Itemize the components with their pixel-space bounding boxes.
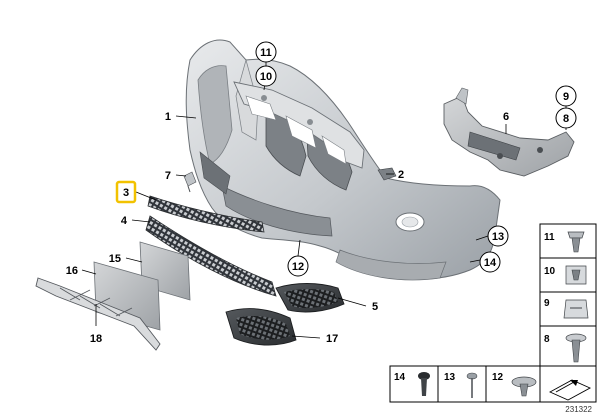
callout-11-label: 11 xyxy=(260,47,272,59)
callout-18[interactable]: 18 xyxy=(90,333,102,345)
callout-6-label: 6 xyxy=(503,111,509,123)
legend-item-11[interactable]: 11 xyxy=(544,231,585,253)
legend-item-14[interactable]: 14 xyxy=(394,372,430,396)
lower-grille[interactable] xyxy=(145,215,277,297)
fastener-legend-bottom: 14 13 12 xyxy=(389,365,597,403)
callout-1[interactable]: 1 xyxy=(165,111,171,123)
clip-part-7[interactable] xyxy=(183,171,197,193)
callout-15-label: 15 xyxy=(109,253,121,265)
callout-12[interactable]: 12 xyxy=(287,255,309,277)
callout-13-label: 13 xyxy=(492,231,504,243)
callout-1-label: 1 xyxy=(165,111,171,123)
callout-16-label: 16 xyxy=(66,265,78,277)
callout-3-label: 3 xyxy=(123,187,129,199)
callout-14[interactable]: 14 xyxy=(479,251,501,273)
callout-4[interactable]: 4 xyxy=(121,215,128,227)
callout-17[interactable]: 17 xyxy=(326,333,338,345)
legend-label-9: 9 xyxy=(544,298,550,309)
legend-item-12[interactable]: 12 xyxy=(492,372,537,397)
callout-10-label: 10 xyxy=(260,71,272,83)
callout-4-label: 4 xyxy=(121,215,128,227)
upper-grille-strip[interactable] xyxy=(147,195,265,233)
callout-8[interactable]: 8 xyxy=(555,107,577,129)
legend-label-13: 13 xyxy=(444,372,456,383)
grille-support-frame[interactable] xyxy=(233,81,365,169)
left-fog-grille[interactable] xyxy=(225,308,297,346)
legend-label-11: 11 xyxy=(544,232,555,243)
callout-16[interactable]: 16 xyxy=(66,265,78,277)
legend-label-10: 10 xyxy=(544,266,556,277)
callout-2-label: 2 xyxy=(398,169,404,181)
callout-13[interactable]: 13 xyxy=(487,225,509,247)
legend-item-9[interactable]: 9 xyxy=(544,298,589,319)
legend-label-12: 12 xyxy=(492,372,504,383)
lower-support-rail[interactable] xyxy=(35,277,161,351)
callout-14-label: 14 xyxy=(484,257,497,269)
legend-item-10[interactable]: 10 xyxy=(544,265,587,285)
callout-10[interactable]: 10 xyxy=(255,65,277,87)
arrow-symbol-icon xyxy=(548,379,592,401)
callout-5-label: 5 xyxy=(372,301,378,313)
callout-11[interactable]: 11 xyxy=(255,41,277,63)
right-fog-grille[interactable] xyxy=(275,283,345,313)
legend-label-8: 8 xyxy=(544,334,550,345)
legend-item-13[interactable]: 13 xyxy=(444,372,478,398)
document-number: 231322 xyxy=(565,405,592,414)
callout-2[interactable]: 2 xyxy=(398,169,404,181)
callout-8-label: 8 xyxy=(563,113,569,125)
callout-15[interactable]: 15 xyxy=(109,253,121,265)
callout-18-label: 18 xyxy=(90,333,102,345)
fastener-legend-side: 11 10 9 8 xyxy=(539,223,597,373)
callout-3[interactable]: 3 xyxy=(115,180,137,204)
callout-7-label: 7 xyxy=(165,170,171,182)
callout-6[interactable]: 6 xyxy=(503,111,509,123)
callout-12-label: 12 xyxy=(292,261,304,273)
callout-9[interactable]: 9 xyxy=(555,85,577,107)
callout-7[interactable]: 7 xyxy=(165,170,171,182)
legend-item-8[interactable]: 8 xyxy=(544,333,587,363)
callout-17-label: 17 xyxy=(326,333,338,345)
bumper-bracket[interactable] xyxy=(443,87,575,177)
callout-9-label: 9 xyxy=(563,91,569,103)
legend-label-14: 14 xyxy=(394,372,406,383)
leader-lines xyxy=(81,60,567,339)
callout-5[interactable]: 5 xyxy=(372,301,378,313)
callout-3-highlight xyxy=(115,180,137,204)
